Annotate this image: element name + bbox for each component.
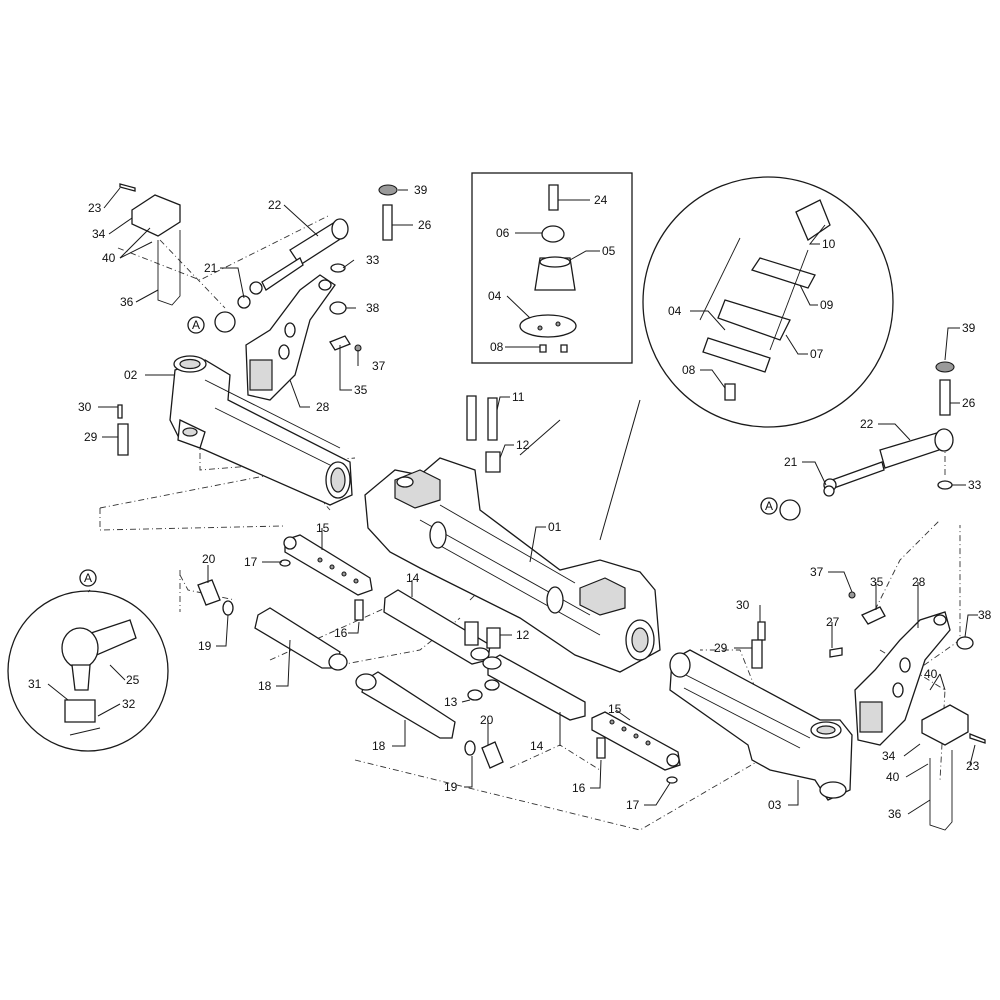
callout-20-left: 20 — [202, 552, 216, 566]
callout-35-top: 35 — [354, 383, 368, 397]
right-steering-cylinder — [823, 428, 954, 492]
small-hardware — [117, 183, 986, 831]
callout-38-top: 38 — [366, 301, 380, 315]
callout-20-right: 20 — [480, 713, 494, 727]
callout-23-top: 23 — [88, 201, 102, 215]
callout-34-right: 34 — [882, 749, 896, 763]
left-bracket — [245, 274, 336, 401]
callout-22-right: 22 — [860, 417, 874, 431]
callout-11: 11 — [512, 390, 525, 404]
callout-09: 09 — [820, 298, 834, 312]
tie-rod-right — [591, 711, 681, 771]
callout-18-right: 18 — [372, 739, 386, 753]
callout-39-right: 39 — [962, 321, 976, 335]
callout-02: 02 — [124, 368, 138, 382]
callout-12-top: 12 — [516, 438, 530, 452]
detail-box-bushing — [471, 172, 633, 364]
detail-markers: A A A — [79, 316, 778, 587]
callout-40-top: 40 — [102, 251, 116, 265]
callout-01: 01 — [548, 520, 562, 534]
callout-40-right: 40 — [924, 667, 938, 681]
callout-12-bottom: 12 — [516, 628, 530, 642]
detail-marker-a-right — [760, 497, 778, 515]
detail-marker-a-left — [187, 316, 205, 334]
hydraulic-cylinders — [254, 607, 456, 739]
callout-10: 10 — [822, 237, 836, 251]
callout-37-top: 37 — [372, 359, 386, 373]
callout-labels: 23 34 40 36 22 21 33 38 37 35 28 39 26 0… — [28, 183, 992, 821]
callout-07: 07 — [810, 347, 824, 361]
callout-24: 24 — [594, 193, 608, 207]
callout-40-right-b: 40 — [886, 770, 900, 784]
leader-lines — [47, 187, 978, 815]
callout-34-top: 34 — [92, 227, 106, 241]
callout-28-left: 28 — [316, 400, 330, 414]
callout-32: 32 — [122, 697, 136, 711]
callout-14-right: 14 — [530, 739, 544, 753]
callout-23-right: 23 — [966, 759, 980, 773]
callout-05: 05 — [602, 244, 616, 258]
left-steering-cylinder — [249, 218, 349, 295]
callout-22-left: 22 — [268, 198, 282, 212]
callout-36-top: 36 — [120, 295, 134, 309]
callout-04-circle: 04 — [668, 304, 682, 318]
callout-29-right: 29 — [714, 641, 728, 655]
callout-04-box: 04 — [488, 289, 502, 303]
callout-30-left: 30 — [78, 400, 92, 414]
detail-marker-a-detail — [79, 569, 97, 587]
callout-08-box: 08 — [490, 340, 504, 354]
callout-26-right: 26 — [962, 396, 976, 410]
callout-36-right: 36 — [888, 807, 902, 821]
callout-30-right: 30 — [736, 598, 750, 612]
callout-17-left: 17 — [244, 555, 258, 569]
detail-marker-a-detail-label: A — [84, 571, 92, 585]
callout-16-left: 16 — [334, 626, 348, 640]
callout-21-left: 21 — [204, 261, 218, 275]
callout-29-left: 29 — [84, 430, 98, 444]
callout-21-right: 21 — [784, 455, 798, 469]
callout-37-right: 37 — [810, 565, 824, 579]
callout-18-left: 18 — [258, 679, 272, 693]
callout-08-circle: 08 — [682, 363, 696, 377]
callout-27: 27 — [826, 615, 840, 629]
callout-17-right: 17 — [626, 798, 640, 812]
callout-19-left: 19 — [198, 639, 212, 653]
callout-28-right: 28 — [912, 575, 926, 589]
right-bracket — [854, 611, 951, 746]
detail-marker-a-left-label: A — [192, 318, 200, 332]
callout-19-right: 19 — [444, 780, 458, 794]
detail-marker-a-right-label: A — [765, 499, 773, 513]
callout-15-right: 15 — [608, 702, 622, 716]
detail-circle-bushing — [642, 176, 894, 428]
detail-circle-a — [7, 590, 169, 752]
callout-33-right: 33 — [968, 478, 982, 492]
center-axle-beam — [364, 457, 661, 673]
callout-25: 25 — [126, 673, 140, 687]
link-arms — [383, 589, 586, 721]
callout-31: 31 — [28, 677, 42, 691]
callout-13: 13 — [444, 695, 458, 709]
right-axle-housing — [669, 649, 853, 801]
callout-06: 06 — [496, 226, 510, 240]
tie-rod-left — [283, 534, 373, 596]
left-axle-housing — [169, 355, 353, 506]
callout-39-top: 39 — [414, 183, 428, 197]
callout-38-right: 38 — [978, 608, 992, 622]
callout-15-left: 15 — [316, 521, 330, 535]
callout-35-right: 35 — [870, 575, 884, 589]
callout-26-top: 26 — [418, 218, 432, 232]
callout-14-left: 14 — [406, 571, 420, 585]
pins — [197, 579, 504, 769]
callout-33-left: 33 — [366, 253, 380, 267]
callout-03: 03 — [768, 798, 782, 812]
callout-16-right: 16 — [572, 781, 586, 795]
